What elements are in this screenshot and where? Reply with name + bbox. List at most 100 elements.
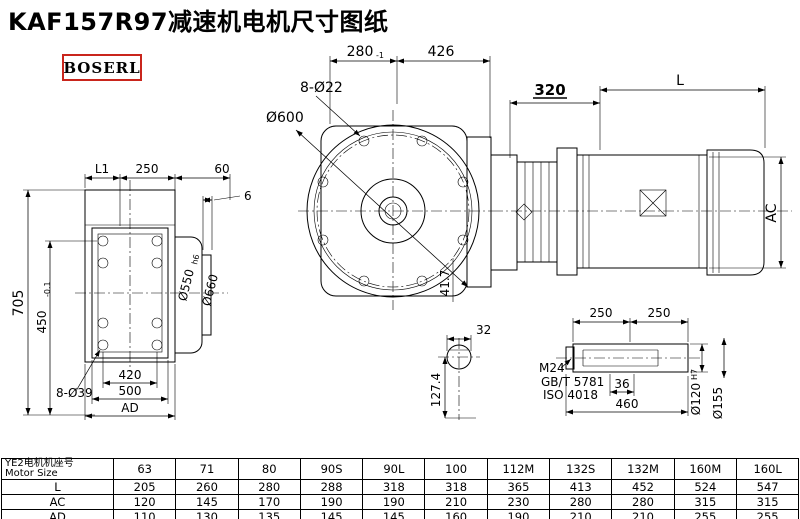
cell: 160	[424, 509, 488, 519]
cell: 318	[424, 479, 488, 495]
front-view	[295, 124, 480, 302]
shaft-detail-view	[565, 343, 689, 373]
cell: 260	[175, 479, 239, 495]
dim-420: 420	[119, 368, 142, 382]
cell: 365	[486, 479, 551, 495]
dims-shaft-detail: 250 250 M24 GB/T 5781 ISO 4018 36 460 Ø1…	[539, 306, 727, 419]
cell: 280	[611, 494, 675, 510]
cell: 230	[486, 494, 551, 510]
table-header-motor-size: YE2电机机座号 Motor Size	[1, 458, 114, 480]
dim-L: L	[676, 73, 684, 89]
motor-side-view	[466, 136, 765, 288]
cell: 547	[735, 479, 800, 495]
dim-d120: Ø120	[689, 383, 703, 415]
size-col: 71	[175, 458, 239, 480]
dim-d550: Ø550	[175, 268, 196, 303]
size-col: 132S	[549, 458, 613, 480]
cell: 135	[237, 509, 301, 519]
cell: 255	[735, 509, 800, 519]
label-iso-4018: ISO 4018	[543, 388, 598, 402]
dim-8x22: 8-Ø22	[300, 80, 343, 96]
dim-500: 500	[119, 384, 142, 398]
table-row-AD: AD 110 130 135 145 145 160 190 210 210 2…	[1, 509, 800, 519]
dim-AC: AC	[764, 203, 780, 222]
cell: 145	[175, 494, 239, 510]
dim-d155: Ø155	[711, 387, 725, 419]
dim-d600: Ø600	[266, 110, 304, 126]
table-row-AC: AC 120 145 170 190 190 210 230 280 280 3…	[1, 494, 800, 510]
dims-shaft-section: 32 127.4	[429, 323, 491, 419]
row-label: AC	[1, 494, 114, 510]
cell: 130	[175, 509, 239, 519]
cell: 452	[611, 479, 675, 495]
dim-280-tolerance: -1	[376, 51, 384, 60]
dim-d120-suffix: H7	[690, 369, 699, 380]
dim-450-tolerance: -0.1	[43, 281, 52, 297]
row-label: AD	[1, 509, 114, 519]
size-col: 90L	[362, 458, 426, 480]
dim-250-top: 250	[136, 162, 159, 176]
cell: 205	[112, 479, 177, 495]
size-col: 112M	[486, 458, 551, 480]
dim-60: 60	[214, 162, 229, 176]
dims-flange-top: 280 -1 426 8-Ø22 Ø600 41.7	[266, 44, 491, 297]
dim-320: 320	[534, 81, 565, 99]
dim-460: 460	[616, 397, 639, 411]
dim-450: 450	[35, 311, 49, 334]
cell: 120	[112, 494, 177, 510]
dim-36: 36	[614, 377, 629, 391]
header-en: Motor Size	[5, 468, 58, 479]
size-col: 100	[424, 458, 488, 480]
cell: 210	[549, 509, 613, 519]
cell: 288	[299, 479, 364, 495]
cell: 190	[486, 509, 551, 519]
row-label: L	[1, 479, 114, 495]
dim-705: 705	[11, 290, 27, 317]
size-col: 63	[112, 458, 177, 480]
header-cn: YE2电机机座号	[5, 458, 74, 469]
cell: 255	[673, 509, 737, 519]
cell: 190	[299, 494, 364, 510]
dim-8x39: 8-Ø39	[56, 386, 93, 400]
dim-250-b: 250	[648, 306, 671, 320]
cell: 524	[673, 479, 737, 495]
size-col: 80	[237, 458, 301, 480]
cell: 315	[735, 494, 800, 510]
cell: 170	[237, 494, 301, 510]
cell: 110	[112, 509, 177, 519]
size-col: 90S	[299, 458, 364, 480]
table-header-row: YE2电机机座号 Motor Size 63 71 80 90S 90L 100…	[1, 458, 800, 480]
label-m24: M24	[539, 361, 565, 375]
cell: 280	[549, 494, 613, 510]
technical-drawing: 280 -1 426 8-Ø22 Ø600 41.7 320 L AC L1 2…	[11, 44, 792, 420]
cell: 145	[299, 509, 364, 519]
cell: 280	[237, 479, 301, 495]
dim-d660: Ø660	[199, 273, 220, 308]
dim-280: 280	[347, 44, 374, 60]
cell: 190	[362, 494, 426, 510]
dims-left-view: L1 250 60 6 705 450 -0.1 Ø550 h6 Ø660 8-…	[11, 162, 252, 420]
dim-127-4: 127.4	[429, 373, 443, 407]
cell: 210	[611, 509, 675, 519]
dim-6: 6	[244, 189, 252, 203]
dim-32: 32	[476, 323, 491, 337]
dim-41-7: 41.7	[438, 270, 452, 297]
cell: 413	[549, 479, 613, 495]
table-row-L: L 205 260 280 288 318 318 365 413 452 52…	[1, 479, 800, 495]
motor-size-table: YE2电机机座号 Motor Size 63 71 80 90S 90L 100…	[1, 458, 800, 519]
dim-250-a: 250	[590, 306, 613, 320]
boserl-logo: BOSERL	[62, 54, 142, 81]
dim-AD: AD	[121, 401, 138, 415]
dim-426: 426	[428, 44, 455, 60]
label-gbt-5781: GB/T 5781	[541, 375, 604, 389]
size-col: 160L	[735, 458, 800, 480]
cell: 318	[362, 479, 426, 495]
dims-motor: 320 L AC	[509, 73, 786, 269]
cell: 210	[424, 494, 488, 510]
cell: 145	[362, 509, 426, 519]
size-col: 160M	[673, 458, 737, 480]
dim-L1: L1	[95, 162, 109, 176]
dim-d550-suffix: h6	[190, 253, 201, 265]
cell: 315	[673, 494, 737, 510]
page-title: KAF157R97减速机电机尺寸图纸	[8, 8, 389, 36]
